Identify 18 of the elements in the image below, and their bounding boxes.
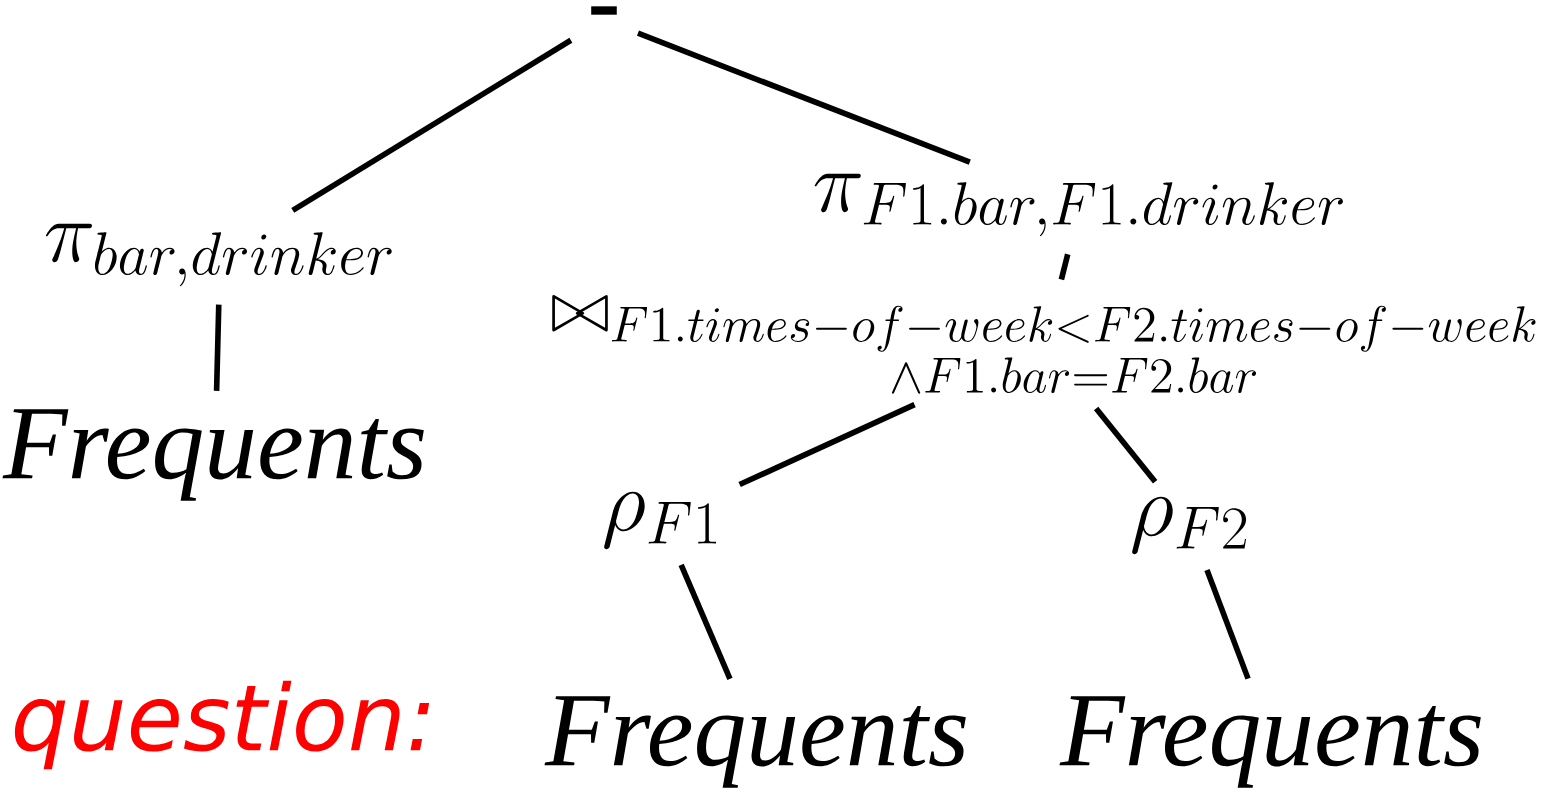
note-text: question: [14,680,430,770]
tree-edge [213,304,222,391]
tree-edge [1093,406,1158,484]
tree-edge [738,402,916,488]
relation-label: Frequents [2,409,424,501]
relation-label: Frequents [544,696,966,788]
operator-label: $\rho_{F1}$ [604,491,716,550]
operator-label: $\pi_{bar,drinker}$ [45,223,392,287]
relation-label: Frequents [1059,696,1481,788]
tree-edge [1204,568,1251,680]
tree-edge [678,563,733,680]
tree-edge [291,37,573,213]
operator-label: $\rho_{F2}$ [1132,496,1247,555]
operator-label: $\pi_{F1.bar,F1.drinker}$ [814,173,1343,237]
tree-edge [636,30,971,165]
operator-label: $\bowtie_{\substack{F1.times-of-week<F2.times-of-week\\ \wedge F1.bar=F2.bar}}$ [552,294,1536,394]
minus-operator: - [591,6,617,15]
tree-edge [1058,253,1071,281]
